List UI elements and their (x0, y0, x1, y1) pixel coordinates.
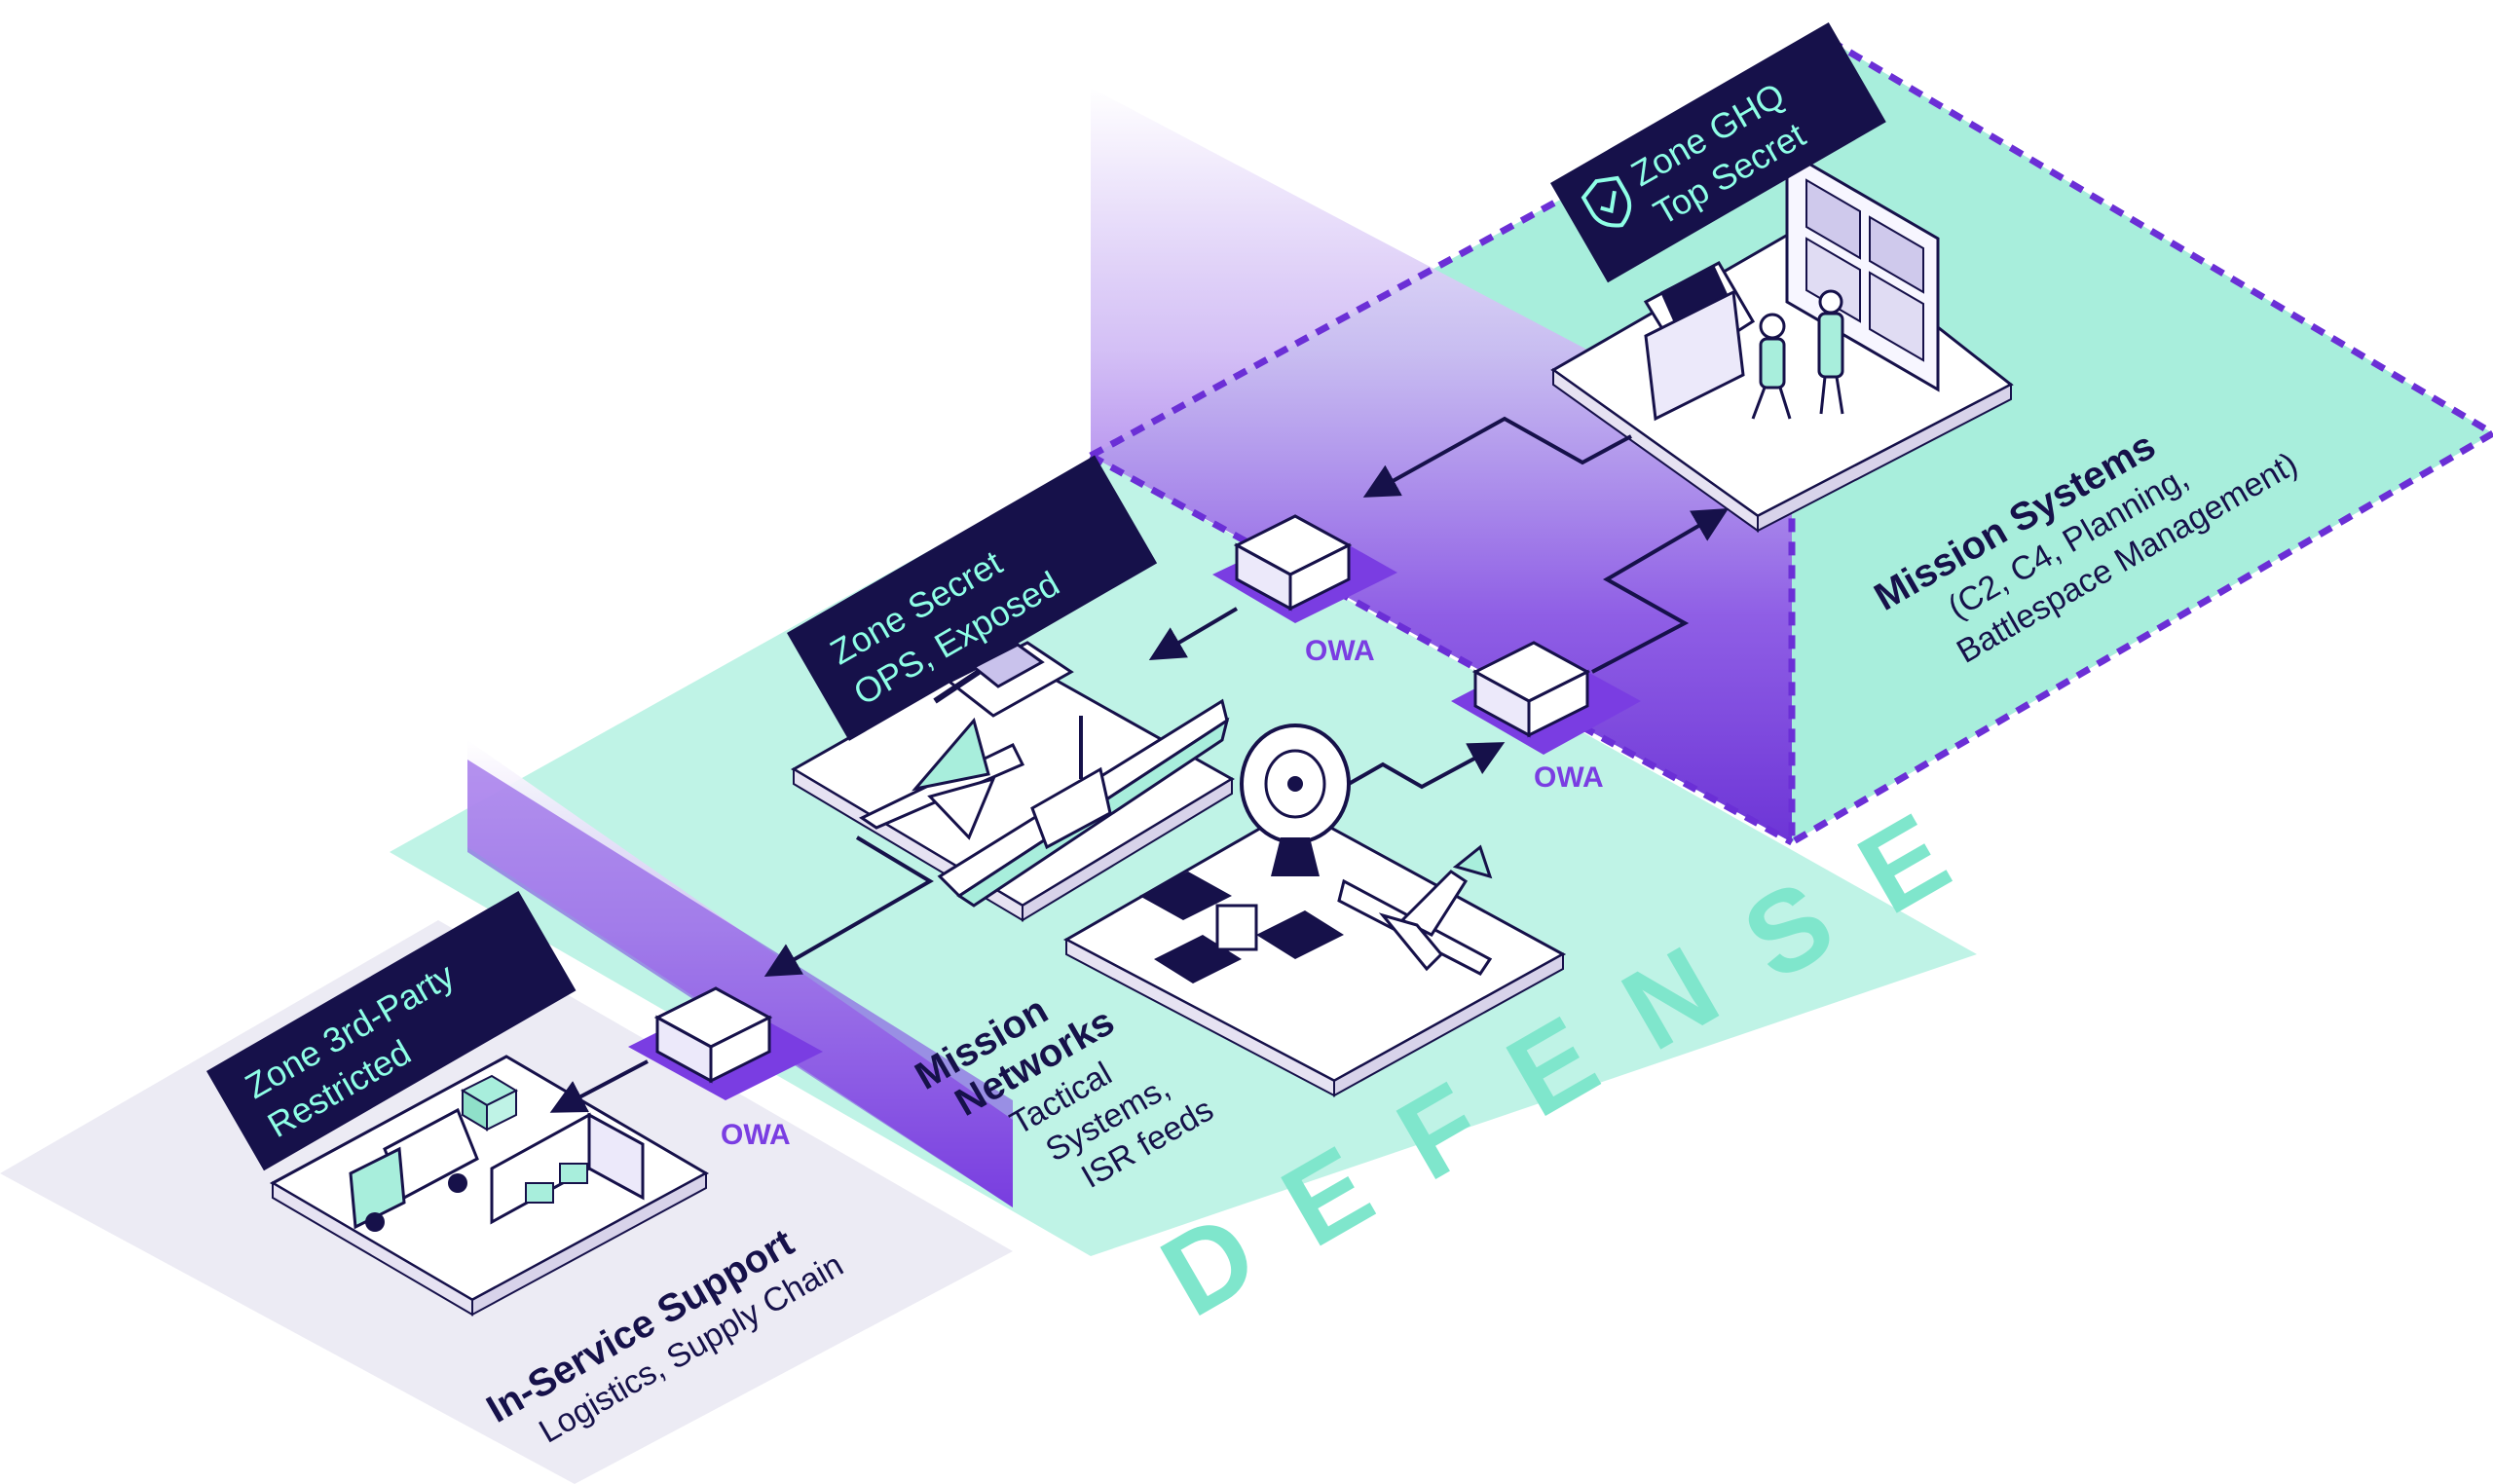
arrow-radar-to-owa-mid (1348, 742, 1506, 790)
analyst-figure (1817, 289, 1844, 415)
in-service-platform (269, 1055, 710, 1317)
owa-left-device (628, 986, 823, 1100)
ghq-operations-platform (1550, 148, 2014, 533)
owa-top-label: OWA (1305, 635, 1375, 667)
secret-zone-wall (467, 740, 1013, 1207)
arrow-secret-to-owa-left (763, 835, 934, 977)
arrow-owa-left-to-3rd-party (549, 1059, 649, 1113)
arrow-owa-top-to-secret (1148, 607, 1239, 661)
owa-mid-device (1451, 641, 1641, 755)
ghq-zone-wall (1091, 88, 1792, 842)
secret-assets-platform (791, 641, 1235, 922)
shield-check-icon (1581, 175, 1632, 228)
fighter-jet-icon (858, 717, 1025, 840)
owa-top-device (1212, 514, 1397, 623)
arrow-owa-mid-to-ghq (1591, 507, 1730, 674)
owa-left-label: OWA (721, 1119, 791, 1151)
flow-arrows (549, 416, 1730, 1113)
display-wall (1785, 148, 1940, 392)
truck-icon (349, 1107, 479, 1232)
office-workstation-icon (490, 1112, 645, 1225)
satellite-icon (1139, 872, 1344, 983)
owa-mid-label: OWA (1534, 761, 1604, 794)
tank-icon (933, 641, 1074, 718)
isr-assets-platform (1062, 723, 1567, 1097)
command-console (1643, 260, 1756, 422)
warship-icon (937, 698, 1230, 908)
radar-dish-icon (1240, 723, 1351, 876)
transport-aircraft-icon (1337, 844, 1493, 976)
operator-figure (1751, 313, 1792, 420)
arrow-ghq-to-owa-top (1362, 416, 1632, 498)
cargo-boxes-icon (460, 1074, 519, 1132)
zone-secret-tag: Zone Secret OPS, Exposed (787, 455, 1158, 741)
